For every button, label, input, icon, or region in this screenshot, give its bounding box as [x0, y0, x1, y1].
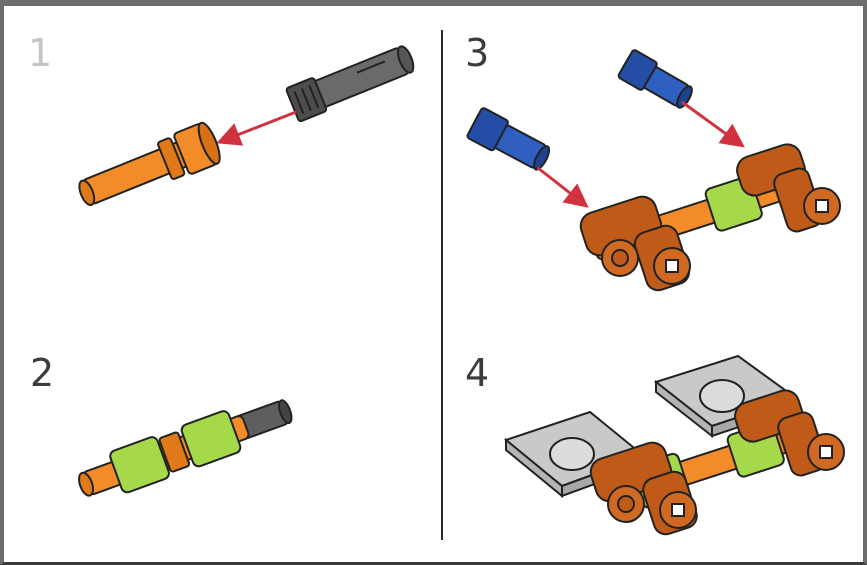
- insert-arrow: [537, 166, 589, 208]
- step-2-illustration: [78, 399, 293, 497]
- blue-pin-icon: [617, 49, 693, 109]
- insert-arrow: [216, 110, 297, 146]
- brown-connector-icon: [589, 441, 698, 536]
- step-number-3: 3: [465, 31, 490, 75]
- brown-connector-icon: [734, 389, 845, 477]
- step-number-1: 1: [28, 31, 53, 75]
- step-number-4: 4: [465, 351, 490, 395]
- green-bush-icon: [180, 410, 242, 468]
- step-4-illustration: [503, 354, 845, 536]
- green-bush-icon: [109, 436, 170, 494]
- step-1-illustration: [78, 45, 415, 206]
- center-divider: [441, 30, 443, 540]
- orange-pin-icon: [78, 121, 221, 206]
- step-number-2: 2: [30, 351, 55, 395]
- brown-connector-icon: [579, 195, 691, 292]
- blue-pin-icon: [466, 107, 551, 171]
- insert-arrow: [681, 100, 745, 148]
- step-3-illustration: [466, 49, 841, 292]
- gray-pin-icon: [285, 45, 415, 123]
- brown-connector-icon: [736, 143, 841, 233]
